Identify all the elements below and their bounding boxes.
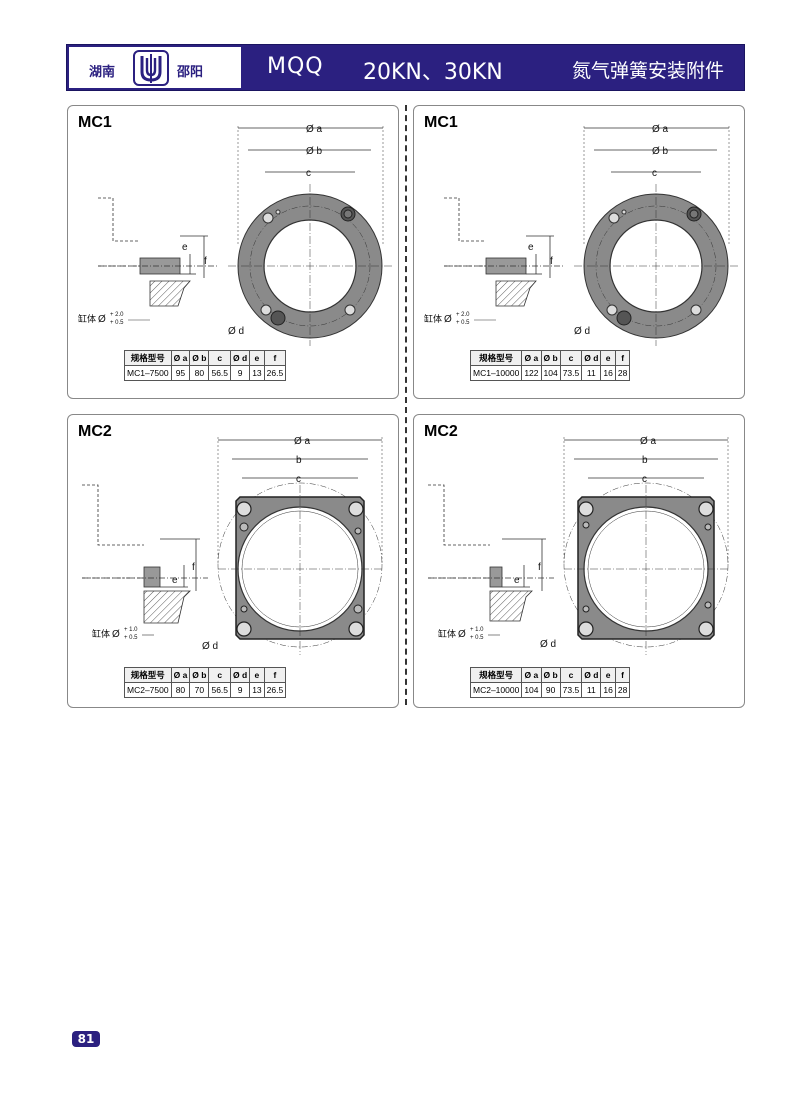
panel-mc1-7500: MC1 e f 缸体 Ø + 2.0 + 0.5 (67, 105, 399, 399)
ring-top-view (574, 126, 738, 346)
side-section-view (428, 484, 554, 622)
svg-text:Ø: Ø (444, 314, 452, 325)
dim-e-label: e (528, 242, 534, 253)
spec-table: 规格型号 Ø a Ø b c Ø d e f MC1–10000 122 104… (469, 350, 631, 381)
header-load: 20KN、30KN (363, 60, 503, 85)
side-section-view (444, 197, 564, 307)
dim-a-label: Ø a (640, 436, 657, 447)
bore-tol-lower: + 0.5 (470, 635, 484, 641)
bore-label: 缸体 (438, 628, 456, 640)
mc1-drawing: e f 缸体 Ø + 2.0 + 0.5 Ø a Ø b (78, 124, 392, 346)
dim-b-label: b (642, 455, 648, 466)
square-flange-top-view (217, 437, 384, 655)
page-header: 湖南 邵阳 MQQ 20KN、30KN 氮气弹簧安装附件 (66, 44, 745, 91)
panel-title: MC1 (424, 114, 458, 131)
dim-d-label: Ø d (540, 639, 556, 650)
square-flange-top-view (563, 437, 730, 655)
dim-c-label: c (306, 168, 311, 179)
dim-f-label: f (538, 562, 541, 573)
panel-mc2-10000: MC2 e f 缸体 Ø + 1.0 + 0.5 (413, 414, 745, 708)
panel-mc1-10000: MC1 e f 缸体 Ø + 2.0 + 0.5 (413, 105, 745, 399)
logo-text-shaoyang: 邵阳 (177, 65, 204, 80)
table-row: MC1–10000 122 104 73.5 11 16 28 (469, 365, 631, 381)
spec-table: 规格型号 Ø a Ø b c Ø d e f MC1–7500 95 80 56… (124, 350, 287, 381)
dim-a-label: Ø a (294, 436, 311, 447)
dim-f-label: f (204, 256, 207, 267)
svg-text:Ø: Ø (98, 314, 106, 325)
panel-title: MC2 (78, 423, 112, 440)
svg-text:Ø: Ø (112, 629, 120, 640)
panel-title: MC1 (78, 114, 112, 131)
dim-f-label: f (192, 562, 195, 573)
dim-a-label: Ø a (306, 124, 323, 135)
logo-text-hunan: 湖南 (89, 65, 116, 80)
bore-label: 缸体 (78, 313, 96, 325)
bore-tol-upper: + 1.0 (470, 627, 484, 633)
dim-b-label: Ø b (306, 146, 323, 157)
mc1-drawing: e f 缸体 Ø + 2.0 + 0.5 Ø a Ø b c (424, 124, 738, 346)
table-row: MC1–7500 95 80 56.5 9 13 26.5 (124, 365, 287, 381)
header-title: 氮气弹簧安装附件 (571, 60, 724, 82)
bore-label: 缸体 (92, 628, 110, 640)
column-divider (405, 105, 407, 705)
table-row: MC2–7500 80 70 56.5 9 13 26.5 (124, 682, 287, 698)
spec-table: 规格型号 Ø a Ø b c Ø d e f MC2–10000 104 90 … (469, 667, 631, 698)
dim-e-label: e (172, 575, 178, 586)
ring-top-view (228, 126, 392, 346)
bore-tol-lower: + 0.5 (124, 635, 138, 641)
dim-e-label: e (182, 242, 188, 253)
mc2-drawing: e f 缸体 Ø + 1.0 + 0.5 Ø a (82, 436, 384, 655)
bore-tol-lower: + 0.5 (456, 320, 470, 326)
bore-tol-upper: + 2.0 (110, 312, 124, 318)
side-section-view (98, 197, 218, 307)
dim-f-label: f (550, 256, 553, 267)
panel-title: MC2 (424, 423, 458, 440)
dim-d-label: Ø d (202, 641, 218, 652)
dim-e-label: e (514, 575, 520, 586)
table-row: MC2–10000 104 90 73.5 11 16 28 (469, 682, 631, 698)
company-logo: 湖南 邵阳 (69, 47, 241, 88)
bore-tol-lower: + 0.5 (110, 320, 124, 326)
svg-text:Ø: Ø (458, 629, 466, 640)
dim-c-label: c (642, 474, 647, 485)
dim-c-label: c (296, 474, 301, 485)
mc2-drawing: e f 缸体 Ø + 1.0 + 0.5 Ø a (428, 436, 730, 655)
bore-label: 缸体 (424, 313, 442, 325)
dim-b-label: Ø b (652, 146, 669, 157)
panel-mc2-7500: MC2 e f 缸体 Ø + 1.0 + 0.5 (67, 414, 399, 708)
dim-d-label: Ø d (228, 326, 244, 337)
bore-tol-upper: + 2.0 (456, 312, 470, 318)
dim-b-label: b (296, 455, 302, 466)
page-number: 81 (72, 1031, 100, 1047)
spec-table: 规格型号 Ø a Ø b c Ø d e f MC2–7500 80 70 56… (124, 667, 287, 698)
dim-c-label: c (652, 168, 657, 179)
header-model: MQQ (267, 54, 324, 79)
side-section-view (82, 484, 208, 624)
bore-tol-upper: + 1.0 (124, 627, 138, 633)
logo-mark-icon (133, 50, 169, 86)
dim-d-label: Ø d (574, 326, 590, 337)
dim-a-label: Ø a (652, 124, 669, 135)
